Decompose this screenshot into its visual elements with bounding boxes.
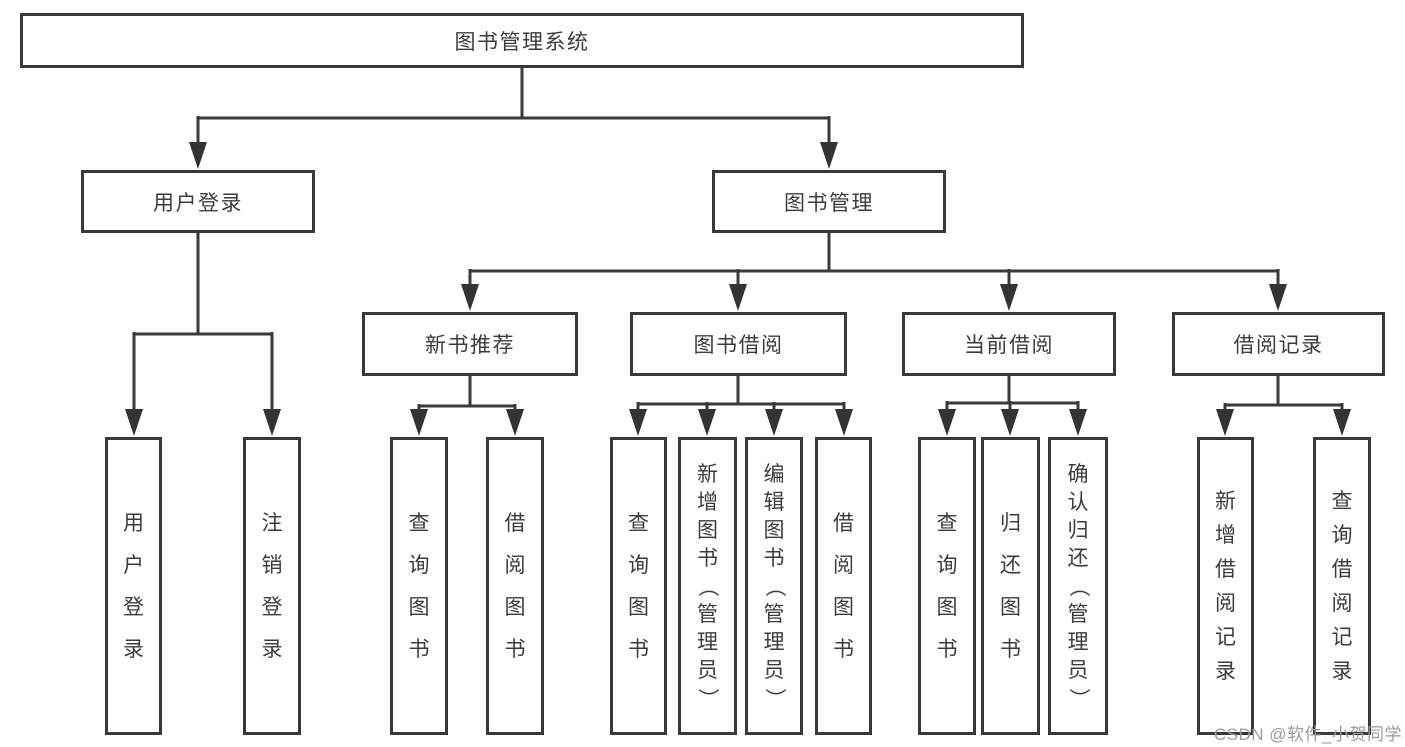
leaf-label: 查询图书 xyxy=(628,511,649,661)
leaf-label: 用户登录 xyxy=(123,511,144,661)
leaf-query-borrow-record: 查询借阅记录 xyxy=(1313,437,1371,735)
node-current-borrowing: 当前借阅 xyxy=(902,312,1116,376)
node-root: 图书管理系统 xyxy=(20,13,1024,68)
leaf-logout: 注销登录 xyxy=(243,437,301,735)
node-label: 当前借阅 xyxy=(964,334,1054,357)
node-label: 新书推荐 xyxy=(425,334,515,357)
leaf-label: 新增图书（管理员） xyxy=(696,462,719,709)
leaf-query-books-current: 查询图书 xyxy=(918,437,976,735)
node-label: 图书借阅 xyxy=(693,334,784,357)
leaf-return-books: 归还图书 xyxy=(981,437,1040,735)
leaf-confirm-return-admin: 确认归还（管理员） xyxy=(1048,437,1108,735)
node-label: 图书管理系统 xyxy=(454,30,590,54)
leaf-label: 编辑图书（管理员） xyxy=(762,462,786,709)
leaf-label: 借阅图书 xyxy=(833,511,854,661)
leaf-add-borrow-record: 新增借阅记录 xyxy=(1197,437,1254,735)
leaf-label: 新增借阅记录 xyxy=(1215,489,1236,683)
node-label: 用户登录 xyxy=(153,191,243,215)
leaf-query-books-borrowing: 查询图书 xyxy=(610,437,667,735)
leaf-label: 查询图书 xyxy=(936,511,958,661)
node-new-book-recommend: 新书推荐 xyxy=(362,312,578,376)
leaf-user-login: 用户登录 xyxy=(105,437,162,735)
leaf-add-books-admin: 新增图书（管理员） xyxy=(678,437,737,735)
leaf-label: 确认归还（管理员） xyxy=(1066,462,1090,709)
leaf-label: 注销登录 xyxy=(261,511,283,661)
leaf-label: 查询图书 xyxy=(408,511,430,661)
leaf-borrow-books-borrowing: 借阅图书 xyxy=(815,437,872,735)
leaf-edit-books-admin: 编辑图书（管理员） xyxy=(745,437,803,735)
node-borrowing-records: 借阅记录 xyxy=(1172,312,1385,376)
node-book-management: 图书管理 xyxy=(712,170,946,233)
watermark: CSDN @软件_小贺同学 xyxy=(1213,725,1402,744)
node-user-login: 用户登录 xyxy=(81,170,315,233)
node-book-borrowing: 图书借阅 xyxy=(630,312,847,376)
arrowhead-icons xyxy=(125,142,1351,436)
node-label: 借阅记录 xyxy=(1233,334,1324,357)
leaf-label: 查询借阅记录 xyxy=(1331,489,1353,683)
leaf-borrow-books-recommend: 借阅图书 xyxy=(486,437,544,735)
leaf-label: 归还图书 xyxy=(1000,511,1021,661)
leaf-label: 借阅图书 xyxy=(504,511,526,661)
node-label: 图书管理 xyxy=(784,191,874,215)
leaf-query-books-recommend: 查询图书 xyxy=(390,437,448,735)
